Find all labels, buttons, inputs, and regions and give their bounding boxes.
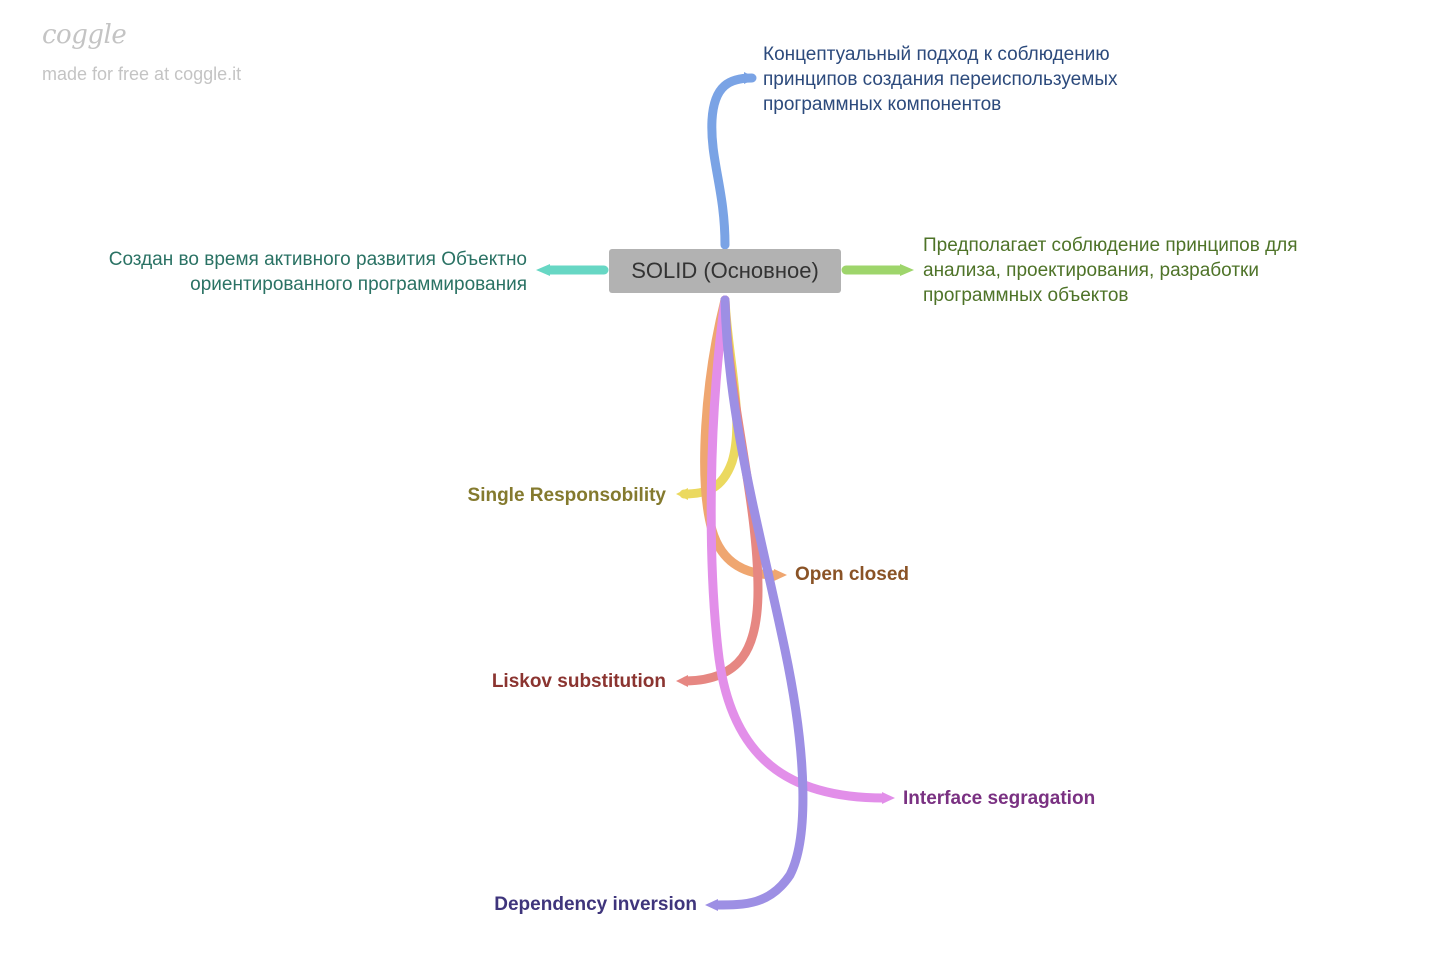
node-dependency-inversion[interactable]: Dependency inversion <box>494 894 697 915</box>
coggle-logo[interactable]: coggle <box>42 20 127 50</box>
link-liskov-tip <box>676 675 688 687</box>
node-created-line: Создан во время активного развития Объек… <box>108 249 527 270</box>
node-assumes-line: анализа, проектирования, разработки <box>923 260 1259 281</box>
node-assumes[interactable]: Предполагает соблюдение принципов для ан… <box>923 233 1363 308</box>
root-node-label: SOLID (Основное) <box>631 258 819 283</box>
node-interface-segregation[interactable]: Interface segragation <box>903 788 1096 809</box>
node-open-closed[interactable]: Open closed <box>795 564 910 585</box>
link-concept-tip <box>744 72 756 84</box>
node-created-line: ориентированного программирования <box>190 274 527 295</box>
coggle-tagline[interactable]: made for free at coggle.it <box>42 64 242 84</box>
node-liskov-substitution[interactable]: Liskov substitution <box>491 671 666 692</box>
node-concept-line: программных компонентов <box>763 94 1002 115</box>
link-created-tip <box>536 264 550 276</box>
node-concept-line: Концептуальный подход к соблюдению <box>763 44 1110 65</box>
link-single-tip <box>676 488 688 500</box>
link-dependency-tip <box>705 899 718 911</box>
node-concept[interactable]: Концептуальный подход к соблюдению принц… <box>763 42 1183 117</box>
node-concept-line: принципов создания переиспользуемых <box>763 69 1118 90</box>
link-concept <box>707 73 757 250</box>
link-interface-tip <box>882 792 895 804</box>
node-assumes-line: Предполагает соблюдение принципов для <box>923 235 1298 256</box>
node-single-responsibility[interactable]: Single Responsobility <box>467 485 666 506</box>
link-assumes-tip <box>900 264 914 276</box>
node-assumes-line: программных объектов <box>923 285 1129 306</box>
link-open-tip <box>774 569 787 581</box>
link-dependency <box>711 295 808 910</box>
root-node[interactable]: SOLID (Основное) <box>609 249 841 293</box>
node-created[interactable]: Создан во время активного развития Объек… <box>40 247 527 297</box>
